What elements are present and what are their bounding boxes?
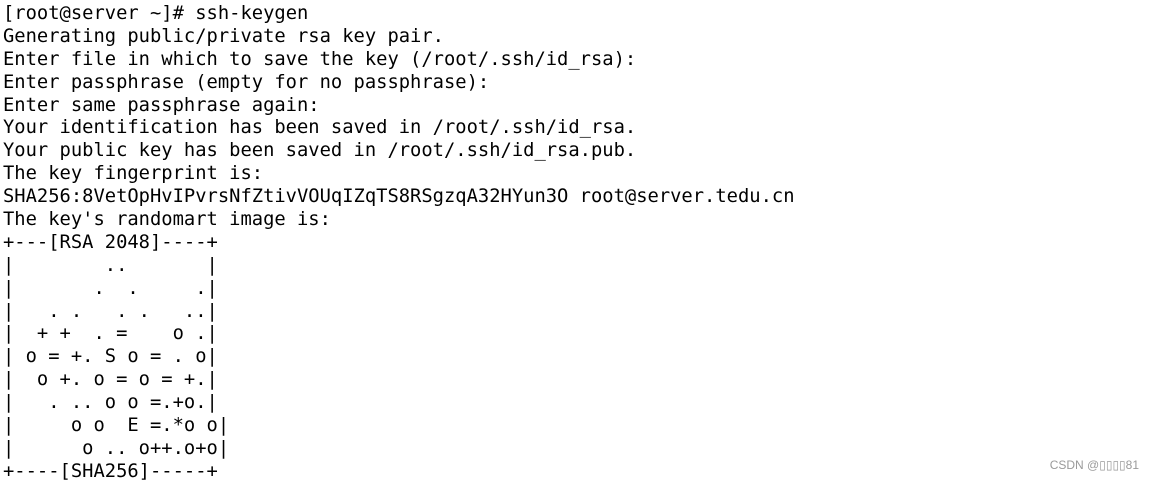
output-line: Your public key has been saved in /root/… <box>3 140 637 162</box>
randomart-line: +---[RSA 2048]----+ <box>3 231 218 253</box>
randomart-line: | . . . . ..| <box>3 300 218 322</box>
randomart-line: | .. | <box>3 254 218 276</box>
watermark: CSDN @▯▯▯▯81 <box>1049 458 1139 472</box>
fingerprint-line: SHA256:8VetOpHvIPvrsNfZtivVOUqIZqTS8RSgz… <box>3 186 795 208</box>
randomart-line: | . .. o o =.+o.| <box>3 392 218 414</box>
randomart-line: +----[SHA256]-----+ <box>3 460 218 482</box>
randomart-line: | o .. o++.o+o| <box>3 437 230 459</box>
output-line: The key fingerprint is: <box>3 163 264 185</box>
command-line: [root@server ~]# ssh-keygen <box>3 3 1155 26</box>
output-line: The key's randomart image is: <box>3 209 331 231</box>
randomart-line: | o = +. S o = . o| <box>3 346 218 368</box>
shell-prompt: [root@server ~]# <box>3 3 196 24</box>
output-line: Generating public/private rsa key pair. <box>3 25 444 47</box>
randomart-line: | o +. o = o = +.| <box>3 369 218 391</box>
output-line: Enter passphrase (empty for no passphras… <box>3 71 490 93</box>
command-text: ssh-keygen <box>195 3 309 24</box>
randomart-line: | o o E =.*o o| <box>3 415 230 437</box>
randomart-line: | + + . = o .| <box>3 323 218 345</box>
output-line: Enter file in which to save the key (/ro… <box>3 48 637 70</box>
randomart-line: | . . .| <box>3 277 218 299</box>
output-line: Enter same passphrase again: <box>3 94 320 116</box>
output-line: Your identification has been saved in /r… <box>3 117 637 139</box>
